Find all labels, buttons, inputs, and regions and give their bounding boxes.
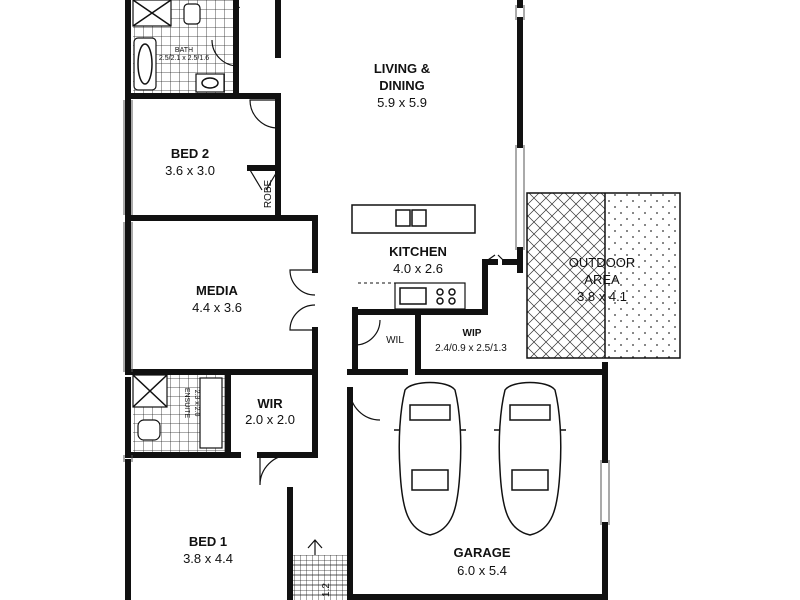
- car-right-icon: [494, 381, 566, 536]
- garage-dims: 6.0 x 5.4: [457, 563, 507, 578]
- media-label: MEDIA: [196, 283, 239, 298]
- bath-label: BATH: [175, 47, 193, 54]
- wip-label: WIP: [463, 328, 482, 339]
- bed2-dims: 3.6 x 3.0: [165, 163, 215, 178]
- bed1-label: BED 1: [189, 534, 227, 549]
- walls: [125, 0, 608, 600]
- fixtures: [132, 0, 476, 449]
- wir-dims: 2.0 x 2.0: [245, 412, 295, 427]
- living-dims: 5.9 x 5.9: [377, 95, 427, 110]
- kitchen-dims: 4.0 x 2.6: [393, 261, 443, 276]
- doors: [211, 39, 506, 555]
- windows: [123, 5, 610, 525]
- wil-label: WIL: [386, 335, 404, 346]
- robe-label: ROBE: [263, 180, 274, 209]
- outdoor-label-2: AREA: [584, 272, 620, 287]
- ensuite-label: ENSUITE: [183, 388, 190, 419]
- wip-dims: 2.4/0.9 x 2.5/1.3: [435, 343, 507, 354]
- entry-dims: 1.2: [321, 583, 332, 597]
- outdoor-dims: 3.8 x 4.1: [577, 289, 627, 304]
- bed1-dims: 3.8 x 4.4: [183, 551, 233, 566]
- laundry-label-fragment: L: [234, 0, 240, 11]
- ensuite-dims: 2.3 x 2.0: [193, 390, 200, 417]
- living-label-1: LIVING &: [374, 61, 430, 76]
- media-dims: 4.4 x 3.6: [192, 300, 242, 315]
- kitchen-label: KITCHEN: [389, 244, 447, 259]
- outdoor-label-1: OUTDOOR: [569, 255, 635, 270]
- bed2-label: BED 2: [171, 146, 209, 161]
- outdoor-area-paving: [526, 192, 681, 359]
- bath-dims: 2.5/2.1 x 2.5/1.6: [159, 55, 209, 62]
- room-labels: BATH 2.5/2.1 x 2.5/1.6 L LIVING & DINING…: [159, 0, 635, 597]
- living-label-2: DINING: [379, 78, 425, 93]
- wir-label: WIR: [257, 396, 283, 411]
- garage-label: GARAGE: [453, 545, 510, 560]
- car-left-icon: [394, 381, 466, 536]
